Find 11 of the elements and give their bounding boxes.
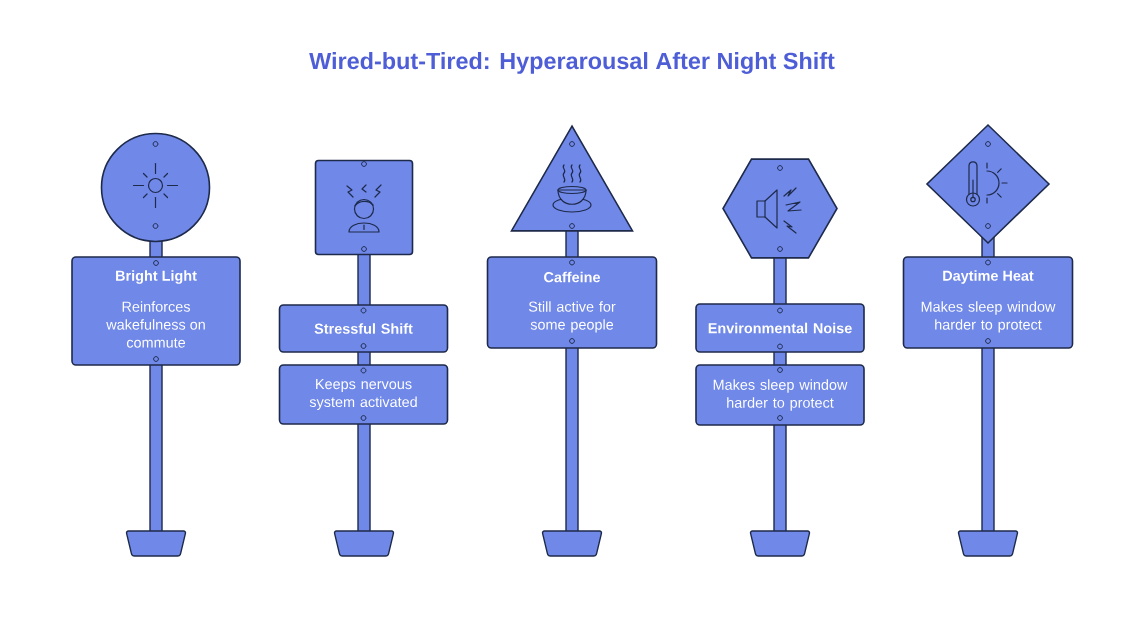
sign-text: Makes sleep window harder to protect [713,379,848,411]
sign-text: Keeps nervous system activated [309,379,417,410]
sign-heading: Bright Light [116,270,197,284]
sign-text: Reinforces wakefulness on commute [106,301,205,348]
sign-text: Still active for some people [528,301,616,333]
sign-heading: Stressful Shift [314,323,413,334]
sign-text: Makes sleep window harder to protect [921,301,1056,333]
sign-heading: Daytime Heat [943,270,1034,284]
title: Wired-but-Tired: Hyperarousal After Night Shift [309,52,835,74]
sign-heading: Caffeine [544,271,600,283]
sign-heading: Environmental Noise [708,322,852,334]
